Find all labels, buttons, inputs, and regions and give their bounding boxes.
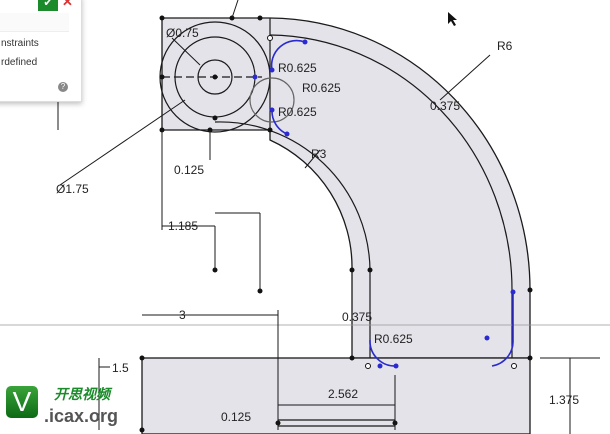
dim-radius-1[interactable]: R0.625 xyxy=(278,61,317,75)
dim-offset-top[interactable]: 0.375 xyxy=(430,99,460,113)
watermark-logo: V xyxy=(6,386,38,418)
dim-gap-bottom[interactable]: 0.125 xyxy=(221,410,251,424)
fillets xyxy=(270,39,514,367)
check-icon[interactable]: ✔ xyxy=(38,0,58,11)
dim-3[interactable]: 3 xyxy=(179,308,186,322)
mouse-cursor-icon xyxy=(448,12,457,26)
dim-r6[interactable]: R6 xyxy=(497,39,513,53)
sketch-dialog: nstraints rdefined ? xyxy=(0,0,82,102)
dim-1-5[interactable]: 1.5 xyxy=(112,361,129,375)
part-profile xyxy=(0,17,610,434)
watermark-url: .icax.org xyxy=(44,406,119,426)
constraints-option[interactable]: nstraints xyxy=(1,38,39,49)
dim-1185[interactable]: 1.185 xyxy=(168,219,198,233)
help-icon[interactable]: ? xyxy=(58,82,68,92)
dim-offset-bottom[interactable]: 0.375 xyxy=(342,310,372,324)
dim-r3[interactable]: R3 xyxy=(311,147,327,161)
dim-radius-2[interactable]: R0.625 xyxy=(302,81,341,95)
dim-radius-4[interactable]: R0.625 xyxy=(374,332,413,346)
dialog-field[interactable] xyxy=(0,13,69,32)
close-icon[interactable]: ✕ xyxy=(62,0,73,9)
dim-gap-top[interactable]: 0.125 xyxy=(174,163,204,177)
dim-2562[interactable]: 2.562 xyxy=(328,387,358,401)
dim-1375[interactable]: 1.375 xyxy=(549,393,579,407)
dimension-lines xyxy=(57,0,600,434)
watermark-cn: 开思视频 xyxy=(54,386,110,402)
dim-radius-3[interactable]: R0.625 xyxy=(278,105,317,119)
dim-dia-small[interactable]: Ø0.75 xyxy=(166,26,199,40)
underdefined-option[interactable]: rdefined xyxy=(1,57,38,68)
dim-dia-large[interactable]: Ø1.75 xyxy=(56,182,89,196)
